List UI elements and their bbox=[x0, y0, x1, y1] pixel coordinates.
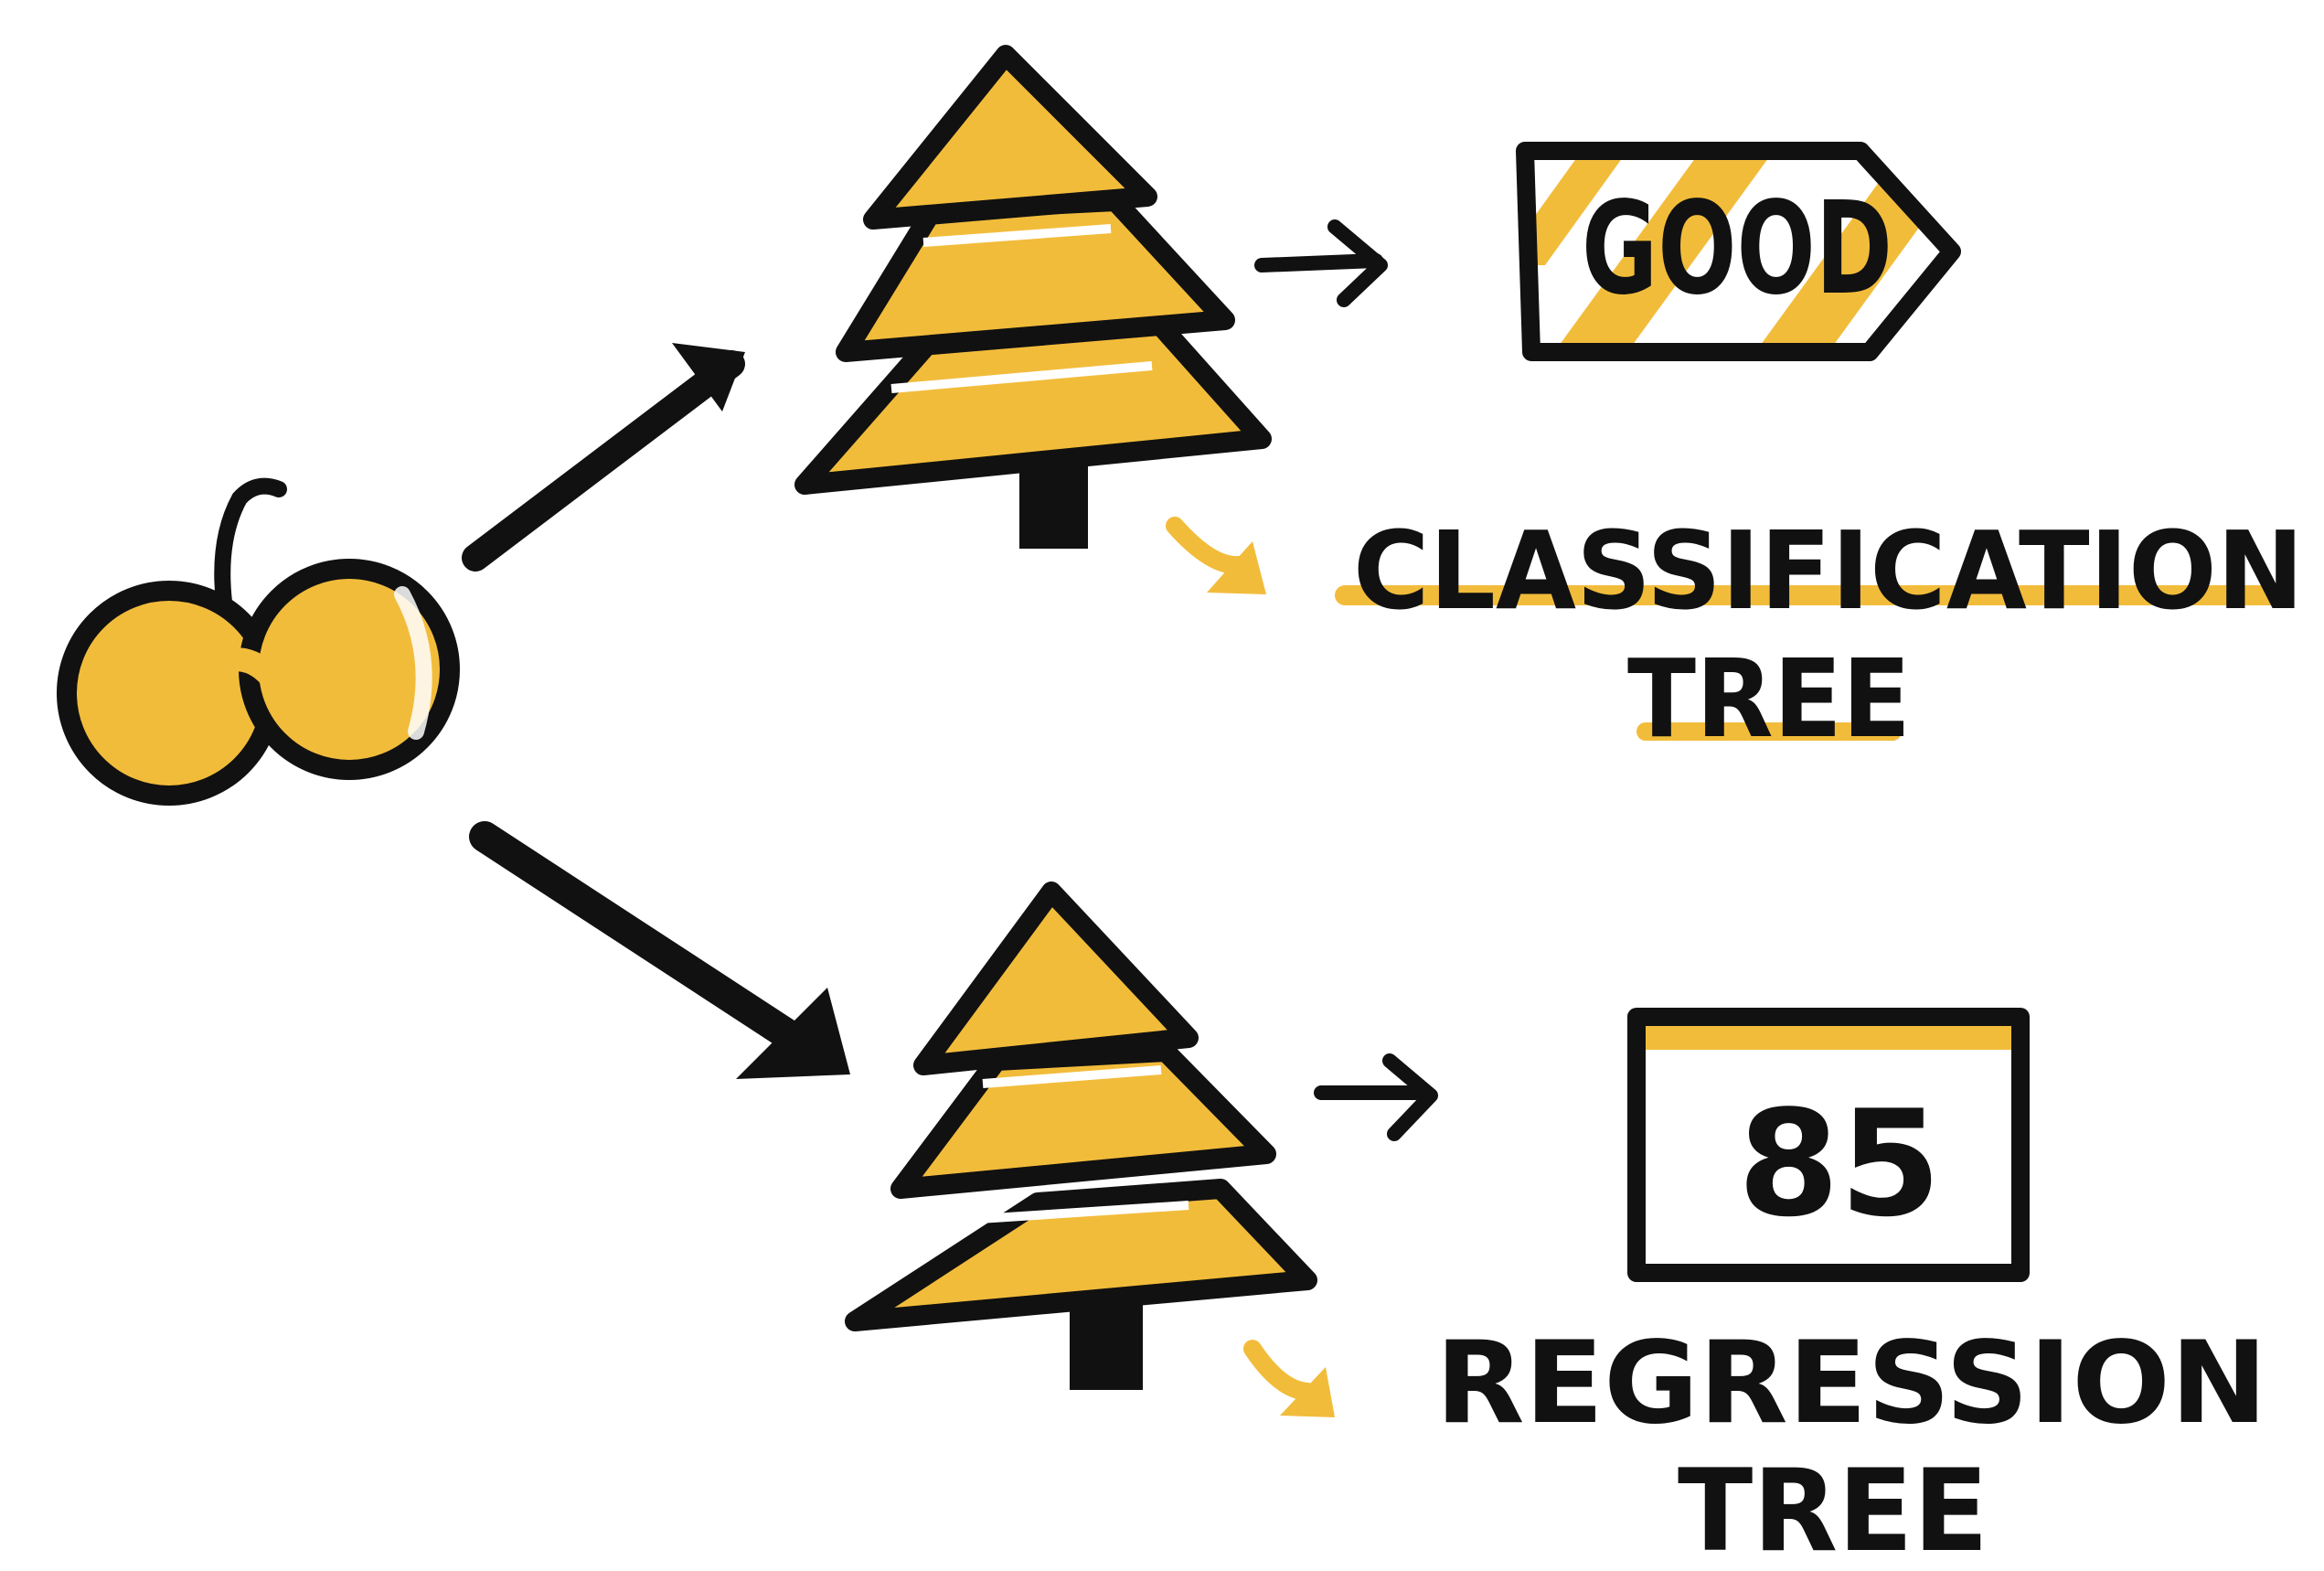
arrow-down-icon bbox=[469, 821, 850, 1079]
value-card-icon: 85 bbox=[1627, 1008, 2030, 1282]
good-tag-label: GOOD bbox=[1582, 175, 1892, 324]
classification-tree-label: TREE bbox=[1627, 636, 1911, 762]
arrow-right-icon-2 bbox=[1314, 1053, 1438, 1141]
apple-icon bbox=[57, 477, 460, 806]
top-tree-icon bbox=[794, 45, 1272, 549]
regression-tree-label: TREE bbox=[1678, 1446, 1988, 1571]
value-card-number: 85 bbox=[1738, 1078, 1942, 1249]
classification-label: CLASSIFICATION bbox=[1353, 508, 2304, 634]
classification-underline bbox=[1335, 585, 2286, 605]
arrow-right-icon bbox=[1254, 219, 1388, 307]
regression-pointer-icon bbox=[1243, 1340, 1335, 1417]
classification-pointer-icon bbox=[1166, 517, 1266, 594]
arrow-up-icon bbox=[462, 343, 745, 572]
bottom-tree-icon bbox=[845, 882, 1317, 1390]
classification-tree-underline bbox=[1636, 722, 1902, 741]
regression-label: REGRESSION bbox=[1435, 1318, 2267, 1449]
good-tag-icon: GOOD bbox=[1516, 142, 1961, 361]
